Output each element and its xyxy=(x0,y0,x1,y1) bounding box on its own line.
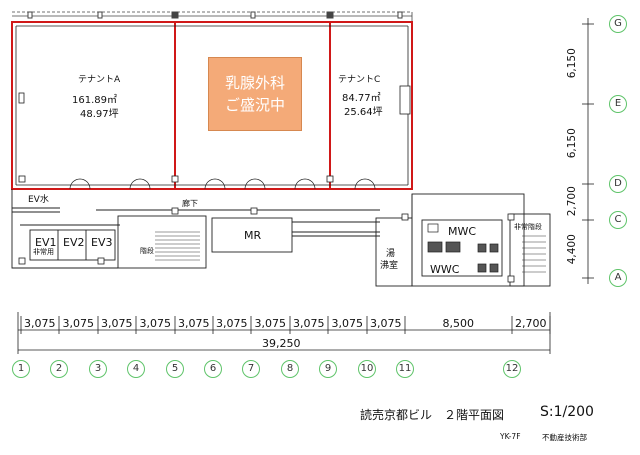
ev3-label: EV3 xyxy=(91,236,113,249)
dimension-segment: 3,075 xyxy=(216,317,248,330)
ev-hall-label: EV水 xyxy=(28,195,49,205)
corridor-label: 廊下 xyxy=(182,199,198,208)
ev1-sub-label: 非常用 xyxy=(33,248,54,256)
grid-column-marker: 10 xyxy=(358,360,376,378)
wwc-label: WWC xyxy=(430,263,460,276)
grid-column-marker: 4 xyxy=(127,360,145,378)
grid-column-marker: 6 xyxy=(204,360,222,378)
tenant-c-name: テナントC xyxy=(338,75,381,85)
right-dimension-segment: 6,150 xyxy=(565,128,578,159)
mr-label: MR xyxy=(244,229,262,242)
dimension-segment: 2,700 xyxy=(515,317,547,330)
ev1-label: EV1 xyxy=(35,236,57,249)
tenant-c-area-m2: 84.77㎡ xyxy=(342,93,381,104)
highlight-line2: ご盛況中 xyxy=(224,96,285,114)
dimension-segment: 3,075 xyxy=(139,317,172,330)
dimension-segment: 3,075 xyxy=(62,317,95,330)
grid-column-marker: 3 xyxy=(89,360,107,378)
ev2-label: EV2 xyxy=(63,236,85,249)
dimension-segment: 3,075 xyxy=(24,317,56,330)
drawing-company: 不動産技術部 xyxy=(542,433,587,442)
tenant-walls xyxy=(11,21,413,190)
grid-column-marker: 5 xyxy=(166,360,184,378)
tenant-a-name: テナントA xyxy=(78,75,121,85)
stair-label: 階段 xyxy=(140,247,154,255)
grid-row-marker: D xyxy=(609,175,627,193)
right-dimension-segment: 2,700 xyxy=(565,186,578,217)
grid-column-marker: 8 xyxy=(281,360,299,378)
dimension-segment: 3,075 xyxy=(101,317,133,330)
total-dimension: 39,250 xyxy=(262,337,301,350)
hot-water-label-1: 湯 xyxy=(386,249,396,259)
emergency-stair-label: 非常階段 xyxy=(514,223,542,231)
highlight-box: 乳腺外科 ご盛況中 xyxy=(208,57,302,131)
tenant-c-area-tsubo: 25.64坪 xyxy=(344,107,383,118)
dimension-segment: 3,075 xyxy=(293,317,325,330)
dimension-segment: 3,075 xyxy=(178,317,210,330)
tenant-a-area-tsubo: 48.97坪 xyxy=(80,109,119,120)
grid-row-marker: E xyxy=(609,95,627,113)
drawing-scale: S:1/200 xyxy=(540,404,594,420)
hot-water-label-2: 沸室 xyxy=(380,261,399,271)
dimension-segment: 8,500 xyxy=(442,317,475,330)
grid-column-marker: 11 xyxy=(396,360,414,378)
grid-column-marker: 7 xyxy=(242,360,260,378)
grid-row-marker: A xyxy=(609,269,627,287)
drawing-title: 読売京都ビル ２階平面図 xyxy=(360,408,505,422)
tenant-a-area-m2: 161.89㎡ xyxy=(72,95,117,106)
grid-row-marker: C xyxy=(609,211,627,229)
grid-column-marker: 12 xyxy=(503,360,521,378)
highlight-line1: 乳腺外科 xyxy=(224,73,285,92)
drawing-code: YK-7F xyxy=(500,432,521,441)
mwc-label: MWC xyxy=(448,225,477,238)
right-dimension-segment: 6,150 xyxy=(565,48,578,79)
grid-column-marker: 1 xyxy=(12,360,30,378)
grid-column-marker: 2 xyxy=(50,360,68,378)
dimension-segment: 3,075 xyxy=(331,317,364,330)
grid-column-marker: 9 xyxy=(319,360,337,378)
core-walls xyxy=(11,189,551,287)
dimension-segment: 3,075 xyxy=(254,317,287,330)
right-dimension-segment: 4,400 xyxy=(565,234,578,265)
dimension-segment: 3,075 xyxy=(370,317,402,330)
grid-row-marker: G xyxy=(609,15,627,33)
